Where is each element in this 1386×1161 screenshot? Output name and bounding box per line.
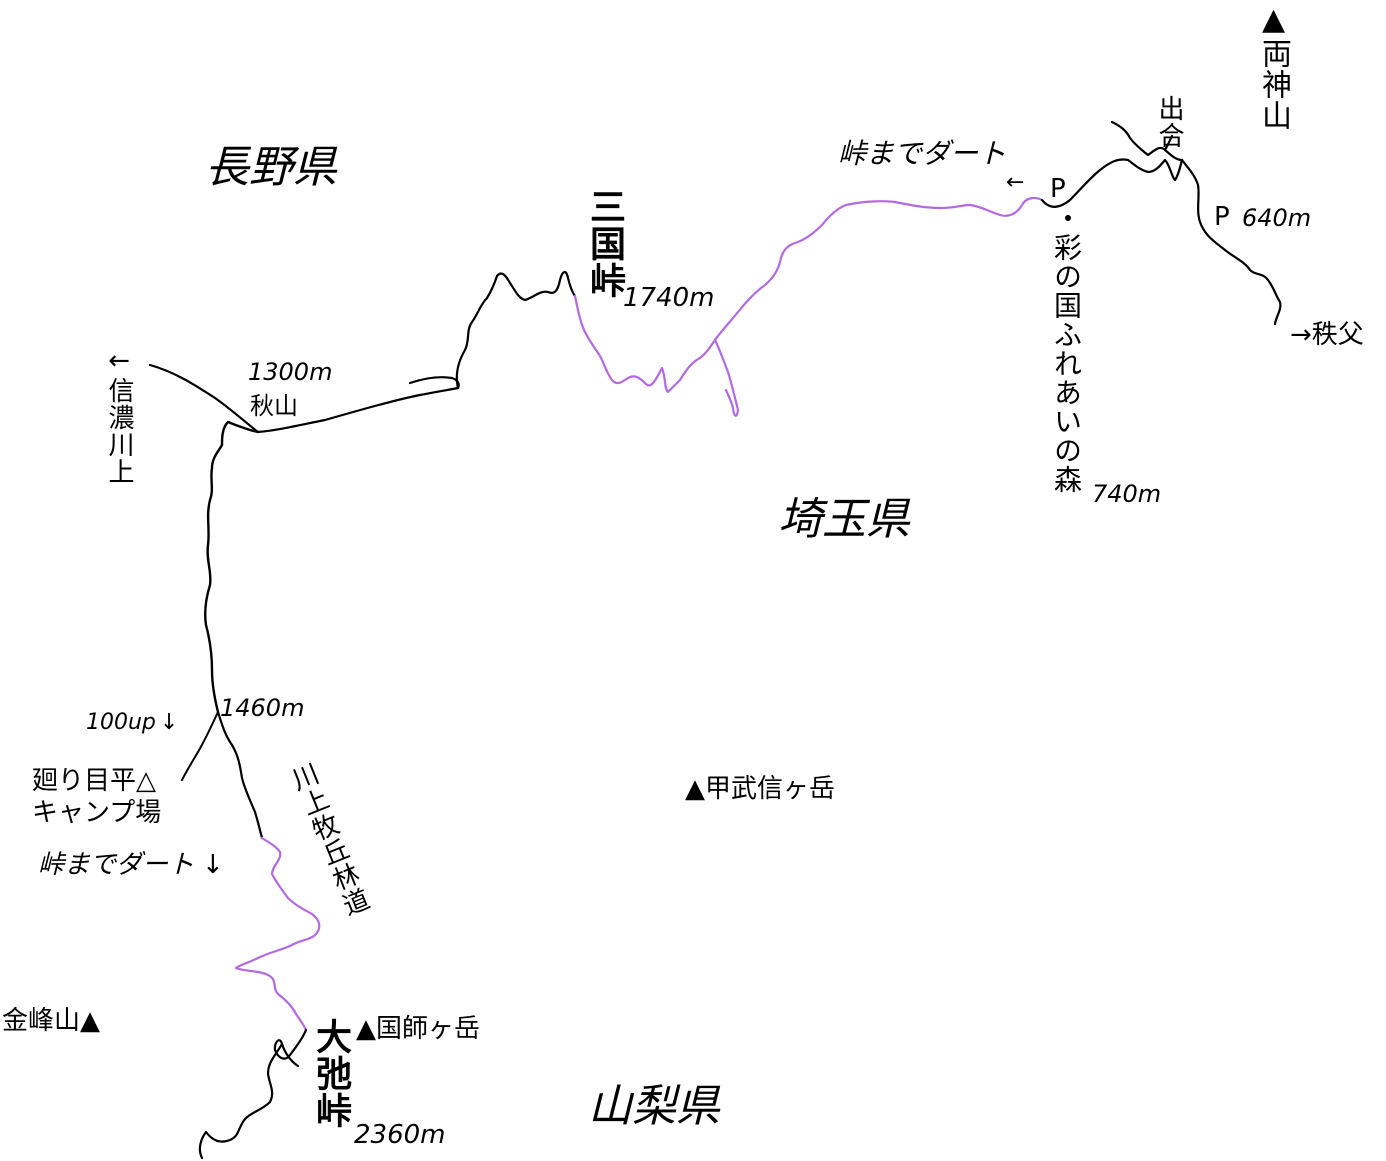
road-akiyama-south <box>204 420 260 714</box>
down-arrow-icon: ↓ <box>159 710 179 735</box>
prefecture-yamanashi: 山梨県 <box>588 1081 720 1132</box>
road-from-shinano-kawakami <box>148 363 260 434</box>
elevation-fureai-forest: 740m <box>1092 480 1162 508</box>
direction-chichibu: →秩父 <box>1290 320 1364 350</box>
pass-dainagare: 大弛峠 <box>310 1018 351 1129</box>
note-climb-text: 100up <box>86 710 156 735</box>
elevation-mikuni: 1740m <box>623 283 715 313</box>
road-deai-branch <box>1110 120 1184 162</box>
road-to-mikuni-pass <box>455 271 577 390</box>
note-dirt-left-text: 峠までダート <box>38 850 195 880</box>
parking-640: P <box>1214 202 1230 232</box>
place-camp: 廻り目平△ <box>32 768 156 794</box>
dirt-to-dainagare-pass <box>234 836 321 1032</box>
note-dirt-left: 峠までダート↓ <box>38 852 224 878</box>
direction-shinano-kawakami: ←信濃川上 <box>104 346 134 485</box>
place-akiyama: 秋山 <box>250 392 298 420</box>
elevation-dainagare: 2360m <box>354 1120 446 1150</box>
mountain-kobushi: ▲甲武信ヶ岳 <box>685 774 835 804</box>
mountain-ryokami: ▲両神山 <box>1256 2 1291 131</box>
elevation-akiyama: 1300m <box>248 358 333 386</box>
mountain-kinpu: 金峰山▲ <box>2 1006 100 1036</box>
pass-mikuni: 三国峠 <box>584 188 625 299</box>
elevation-parking-640: 640m <box>1242 204 1312 232</box>
place-camp-line2: キャンプ場 <box>32 798 162 828</box>
note-dirt-top: 峠までダート <box>838 137 1007 170</box>
place-camp-name: 廻り目平 <box>32 766 137 796</box>
road-fureai-deai <box>1040 158 1184 208</box>
down-arrow-icon: ↓ <box>202 850 224 880</box>
place-fureai-forest: ・彩の国ふれあいの森 <box>1050 204 1083 494</box>
dirt-mikuni-saitama <box>573 294 740 417</box>
parking-fureai: P <box>1050 174 1066 204</box>
place-deai: 出合 <box>1154 95 1184 149</box>
mountain-kokushi: ▲国師ヶ岳 <box>356 1014 480 1044</box>
prefecture-saitama: 埼玉県 <box>778 494 910 545</box>
dirt-to-fureai-forest <box>713 196 1044 342</box>
camp-icon: △ <box>136 766 157 796</box>
road-to-camp <box>181 711 219 781</box>
road-deai-to-chichibu <box>1180 158 1282 326</box>
prefecture-nagano: 長野県 <box>205 142 337 193</box>
road-dainagare-yamanashi <box>198 1028 308 1160</box>
road-akiyama-east <box>256 376 460 434</box>
left-arrow-icon: ← <box>1006 170 1025 195</box>
road-forest-lower-black <box>216 710 264 840</box>
elevation-junction: 1460m <box>220 694 305 722</box>
note-climb: 100up↓ <box>86 712 178 734</box>
